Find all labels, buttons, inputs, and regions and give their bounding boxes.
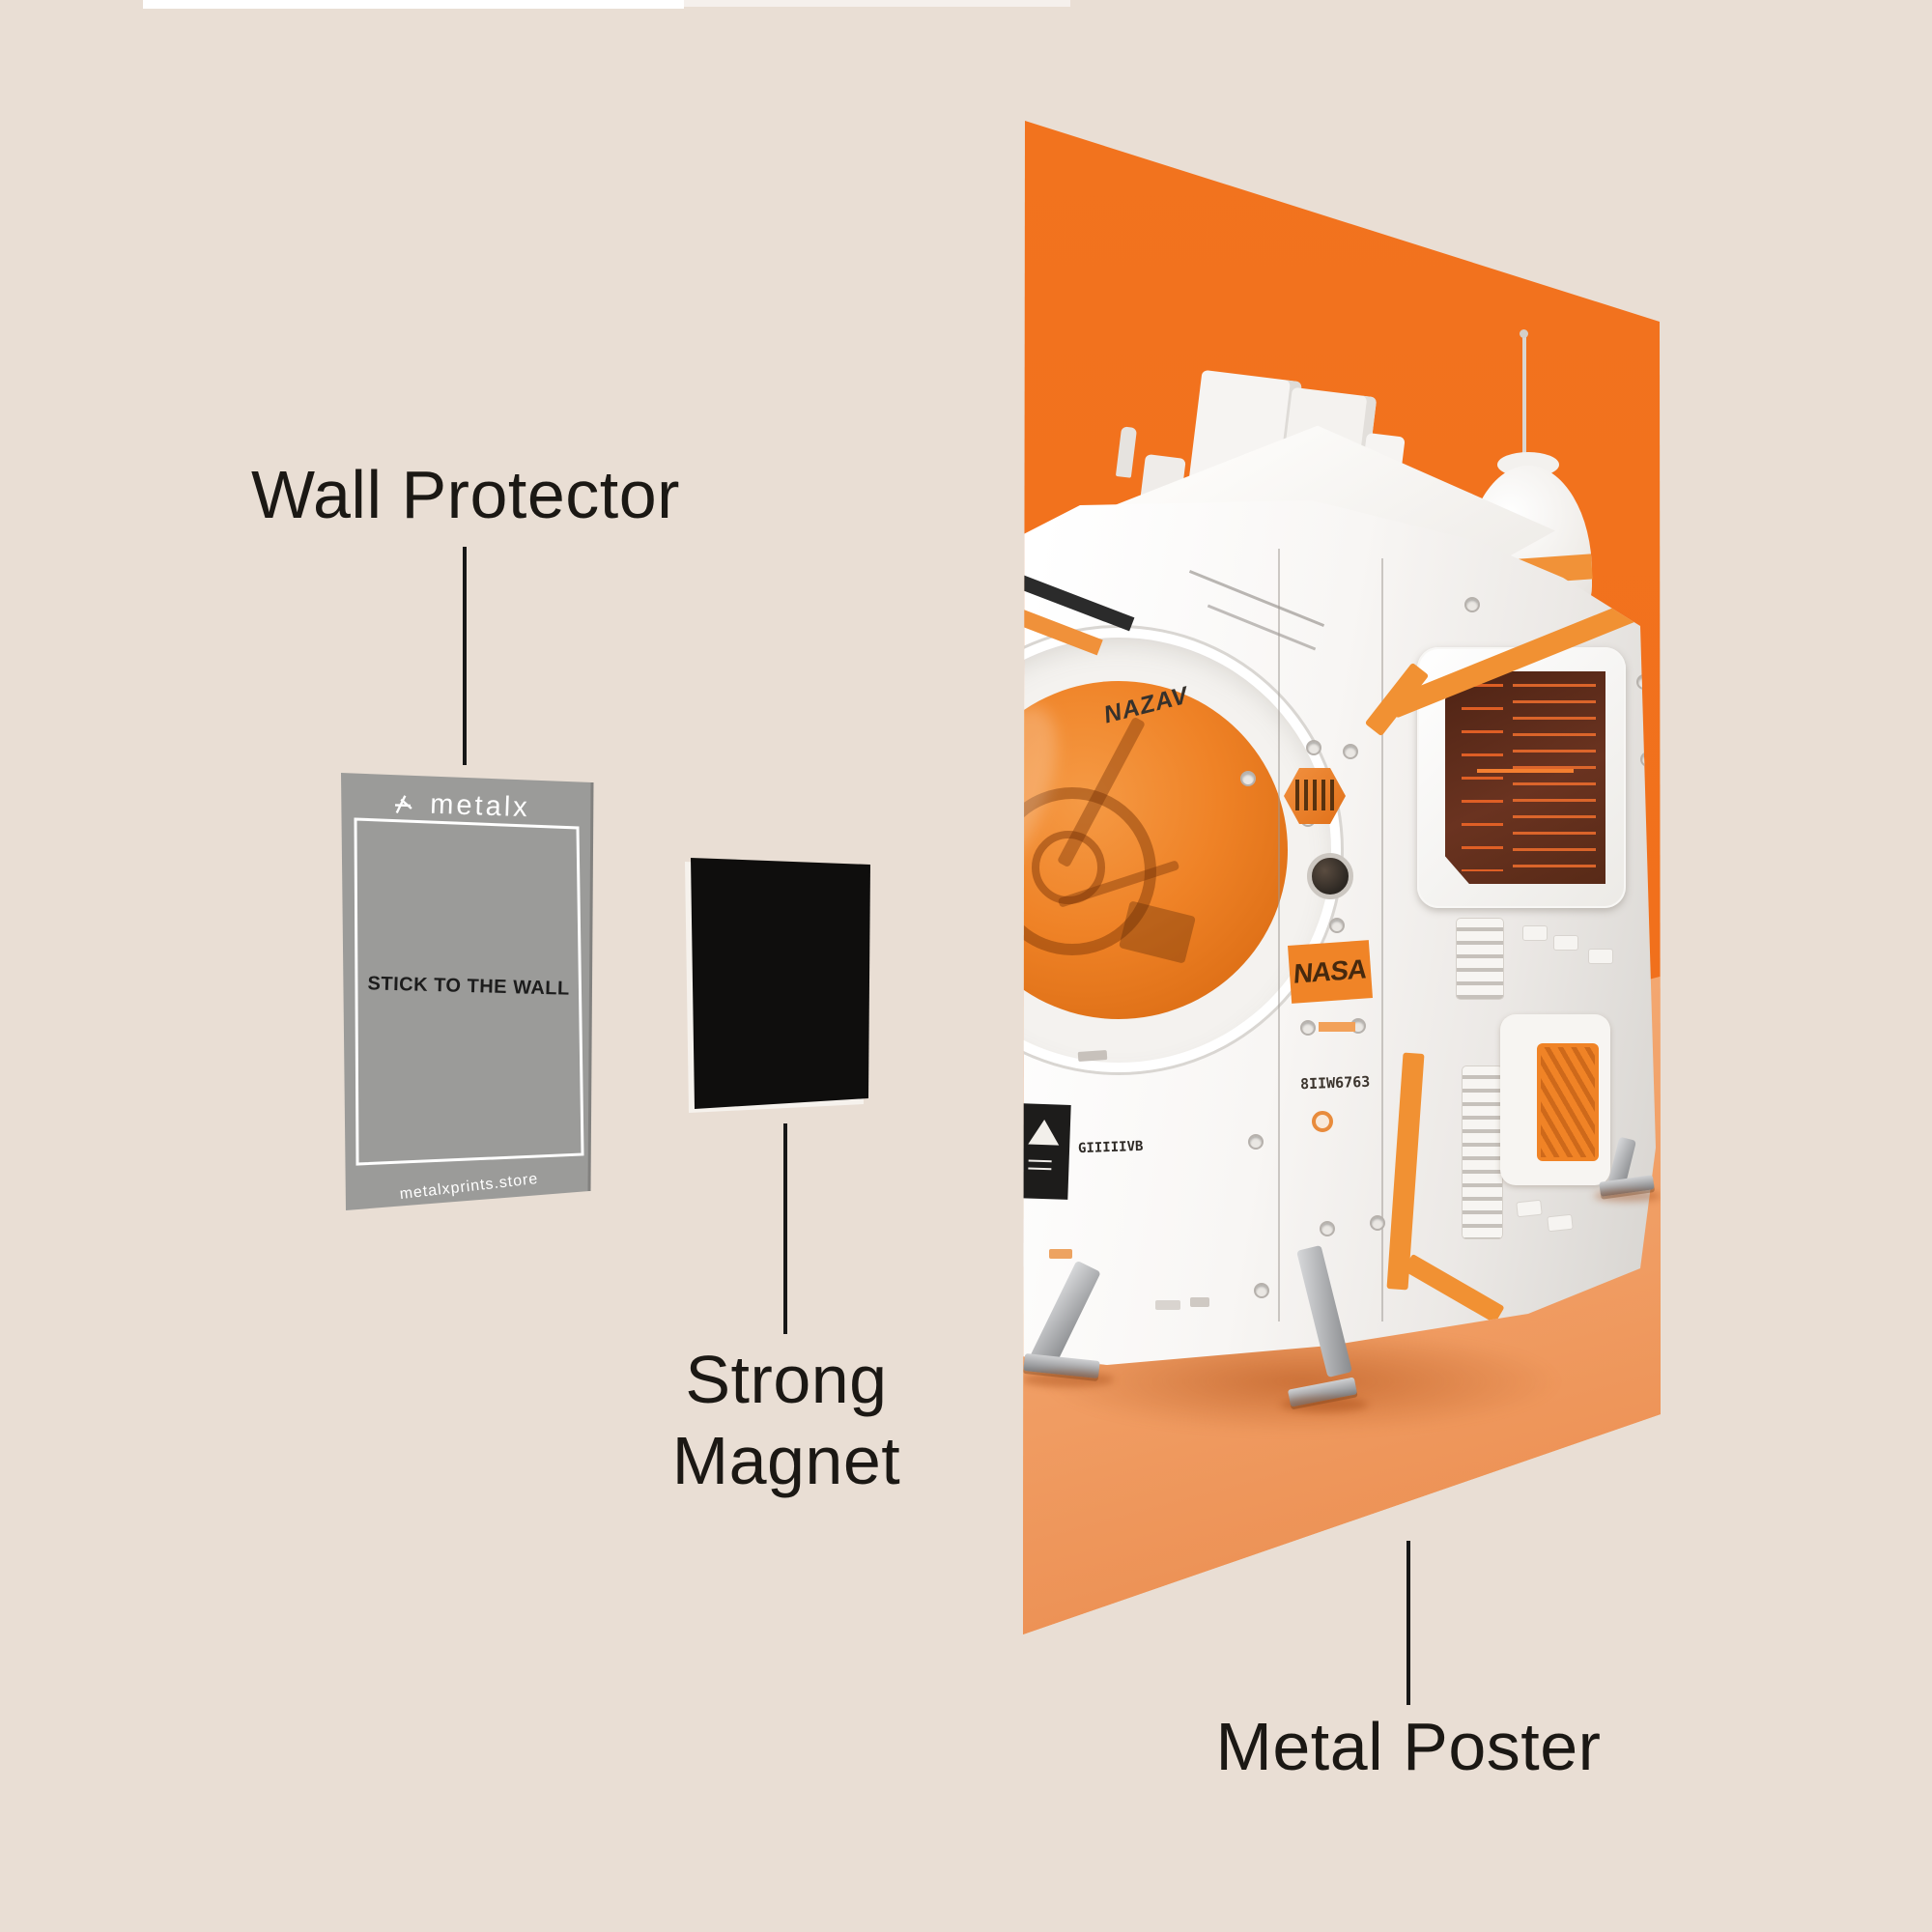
rivet [1370,1215,1385,1231]
camera-lens [1307,853,1353,899]
machine-screen [1445,671,1605,884]
rivet [1636,674,1652,690]
card-message-text: STICK TO THE WALL [367,973,570,999]
orange-dash [1319,1022,1355,1032]
strong-magnet-leader-line [783,1123,787,1334]
machine-antenna-tip [1520,329,1528,338]
barcode-grille [1456,918,1504,1000]
foot-shadow [1594,1190,1661,1202]
accent-stripe-hook [1403,1253,1505,1324]
panel-scribble [1188,570,1325,627]
metalx-logo: metalx [394,789,530,824]
strong-magnet [685,858,870,1113]
hex-barcode-lines [1295,780,1334,810]
card-inner-border [354,817,584,1166]
panel-seam [1278,549,1280,1321]
rivet [1329,918,1345,933]
deco-bar [1155,1300,1180,1310]
panel-tab [1553,935,1578,951]
vent-panel [1500,1014,1610,1185]
rivet [1254,1283,1269,1298]
nasa-badge-text: NASA [1293,953,1368,989]
deco-bar [1077,1049,1108,1063]
screen-text-lines [1512,684,1597,871]
panel-tab [1522,925,1548,941]
metal-poster: NAZAV NASA 8IIW6763 [1023,121,1661,1634]
metal-poster-label: Metal Poster [1215,1709,1602,1784]
magnet-face [691,858,870,1109]
machine-roof-stub [1115,426,1138,478]
rivet [1306,740,1321,755]
top-edge-strip-faded [684,0,1070,7]
deco-bar-orange [1049,1249,1072,1259]
metalx-plane-icon [394,795,412,814]
warning-triangle-icon [1028,1119,1061,1146]
sticker-line [1028,1159,1052,1163]
rivet [1320,1221,1335,1236]
rivet [1640,752,1656,767]
rivet [1248,1134,1264,1150]
vent-orange-inset [1537,1043,1599,1161]
card-face [341,773,592,1210]
wall-protector-card: metalx STICK TO THE WALL metalxprints.st… [341,773,594,1210]
strong-magnet-label-line2: Magnet [671,1423,901,1498]
machine-body: NAZAV NASA 8IIW6763 [1023,500,1656,1365]
metal-poster-leader-line [1406,1541,1410,1705]
orange-ring-dot [1312,1111,1333,1132]
strong-magnet-label-line1: Strong [685,1342,888,1417]
panel-scribble [1207,604,1317,651]
panel-tab [1547,1213,1574,1233]
deco-bar [1190,1297,1209,1307]
rivet [1464,597,1480,612]
sticker-line [1028,1167,1052,1171]
nasa-badge: NASA [1288,940,1373,1004]
warning-sticker [1023,1103,1071,1200]
screen-bright-line [1477,769,1574,774]
serial-text: 8IIW6763 [1299,1072,1371,1094]
wall-protector-leader-line [463,547,467,765]
panel-tab [1588,949,1613,964]
rivet [1240,771,1256,786]
barcode-label-text: GIIIIIVB [1077,1138,1144,1157]
strong-magnet-label: Strong Magnet [672,1339,900,1501]
wall-protector-label: Wall Protector [251,457,680,532]
foot-shadow [1023,1372,1114,1387]
panel-tab [1516,1199,1543,1218]
rivet [1343,744,1358,759]
top-edge-strip [143,0,684,9]
foot-shadow [1281,1397,1368,1412]
porthole-glass [1023,681,1288,1019]
barcode-grille-tall [1462,1065,1503,1239]
machine-antenna [1522,336,1526,471]
panel-seam [1381,558,1383,1321]
screen-text-lines [1461,684,1503,871]
card-brand-text: metalx [430,789,530,824]
accent-stripe-vertical [1386,1052,1425,1291]
rivet [1300,1020,1316,1036]
vent-stripes [1541,1047,1595,1157]
porthole-machinery-hub [1032,831,1105,904]
card-right-shade [587,781,594,1192]
porthole-machinery-blob [1118,900,1197,964]
